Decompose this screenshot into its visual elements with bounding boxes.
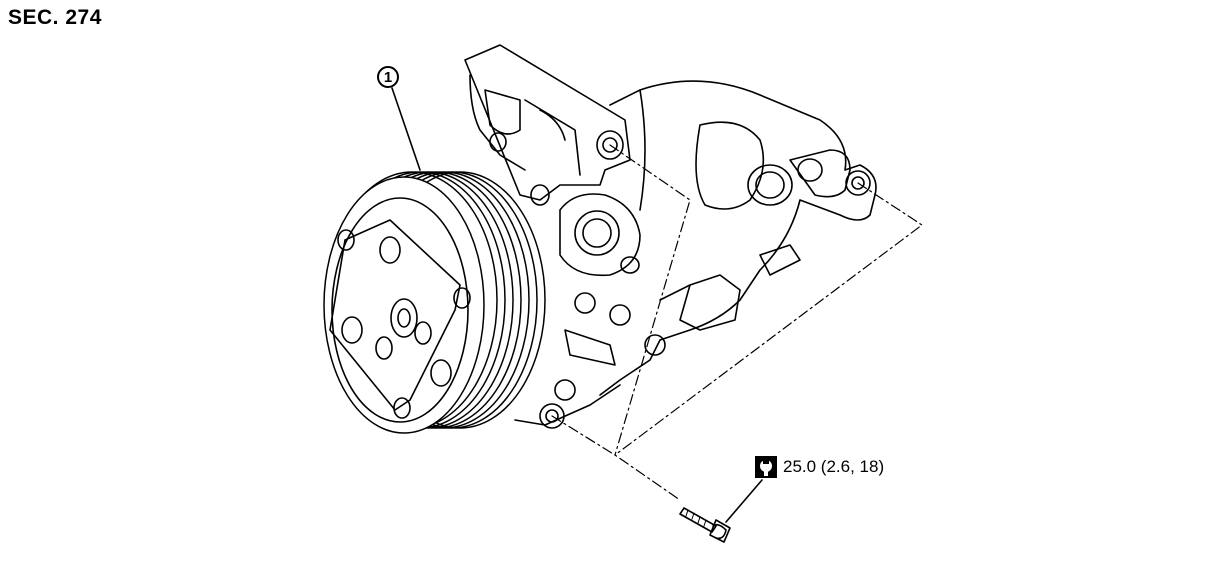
callout-1: 1	[377, 66, 399, 88]
front-port	[574, 210, 620, 256]
wrench-torque-icon	[755, 456, 777, 478]
torque-spec: 25.0 (2.6, 18)	[755, 456, 884, 478]
clutch-plate	[329, 197, 471, 423]
front-bracket	[464, 44, 631, 201]
hub-bolt	[390, 298, 418, 338]
compressor-body	[599, 80, 877, 396]
rear-mount-boss	[845, 170, 871, 196]
section-title: SEC. 274	[8, 6, 102, 29]
connector	[759, 244, 801, 276]
rear-port	[747, 164, 793, 206]
lower-mount-boss	[539, 403, 565, 429]
mounting-bolt	[679, 507, 731, 543]
callout-leader	[391, 87, 421, 171]
mount-reference-lines	[551, 144, 923, 501]
torque-value: 25.0 (2.6, 18)	[783, 457, 885, 476]
bracket-bolt-boss	[596, 130, 624, 160]
